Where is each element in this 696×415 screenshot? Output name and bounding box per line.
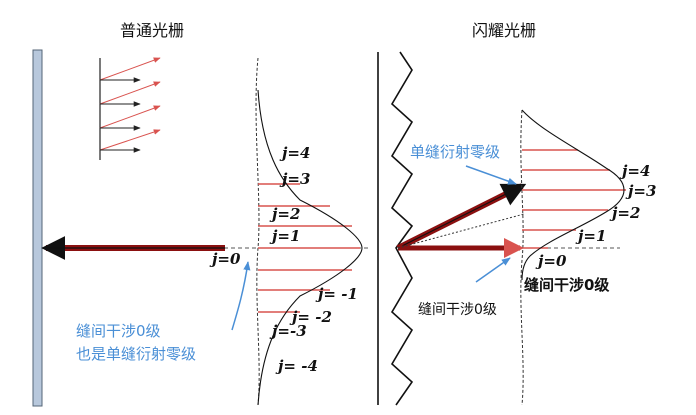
right-order-zero: j=0 <box>535 252 567 270</box>
left-order-m4: j= -4 <box>275 357 318 375</box>
right-annotation-interference-center: 缝间干涉0级 <box>418 302 497 318</box>
left-order-p2: j=2 <box>269 205 300 223</box>
left-annotation-line1: 缝间干涉0级 <box>76 322 161 340</box>
left-order-m1: j= -1 <box>315 285 358 303</box>
right-annotation-pointer-bottom <box>475 257 511 283</box>
right-order-p1: j=1 <box>575 227 606 245</box>
right-dotted-ray <box>397 213 525 249</box>
right-pattern-baseline <box>520 109 524 406</box>
title-ordinary-grating: 普通光栅 <box>120 21 184 40</box>
left-order-p3: j=3 <box>279 170 310 188</box>
right-envelope-curve <box>521 109 625 281</box>
left-order-lines <box>258 183 360 313</box>
right-order-lines <box>522 149 626 249</box>
left-order-m2: j= -2 <box>289 308 332 326</box>
right-blazed-arrow-core <box>397 185 523 249</box>
right-order-p2: j=2 <box>609 204 640 222</box>
right-order-p4: j=4 <box>619 162 650 180</box>
right-annotation-interference-bold: 缝间干涉0级 <box>524 276 610 294</box>
right-annotation-pointer-top <box>465 165 517 185</box>
left-envelope-curve <box>257 89 363 406</box>
right-annotation-single-slit: 单缝衍射零级 <box>410 143 500 161</box>
left-order-m3: j=-3 <box>269 322 307 340</box>
title-blazed-grating: 闪耀光栅 <box>472 21 536 40</box>
right-order-p3: j=3 <box>625 182 656 200</box>
left-annotation-line2: 也是单缝衍射零级 <box>76 345 196 363</box>
left-order-zero: j=0 <box>209 250 241 268</box>
left-annotation-pointer <box>231 261 251 331</box>
left-pattern-baseline <box>255 57 260 406</box>
left-screen-plate <box>32 49 43 407</box>
left-order-p1: j=1 <box>269 227 300 245</box>
ordinary-grating-fans <box>99 57 161 160</box>
blazed-grating-profile <box>377 51 414 406</box>
left-order-p4: j=4 <box>279 144 310 162</box>
